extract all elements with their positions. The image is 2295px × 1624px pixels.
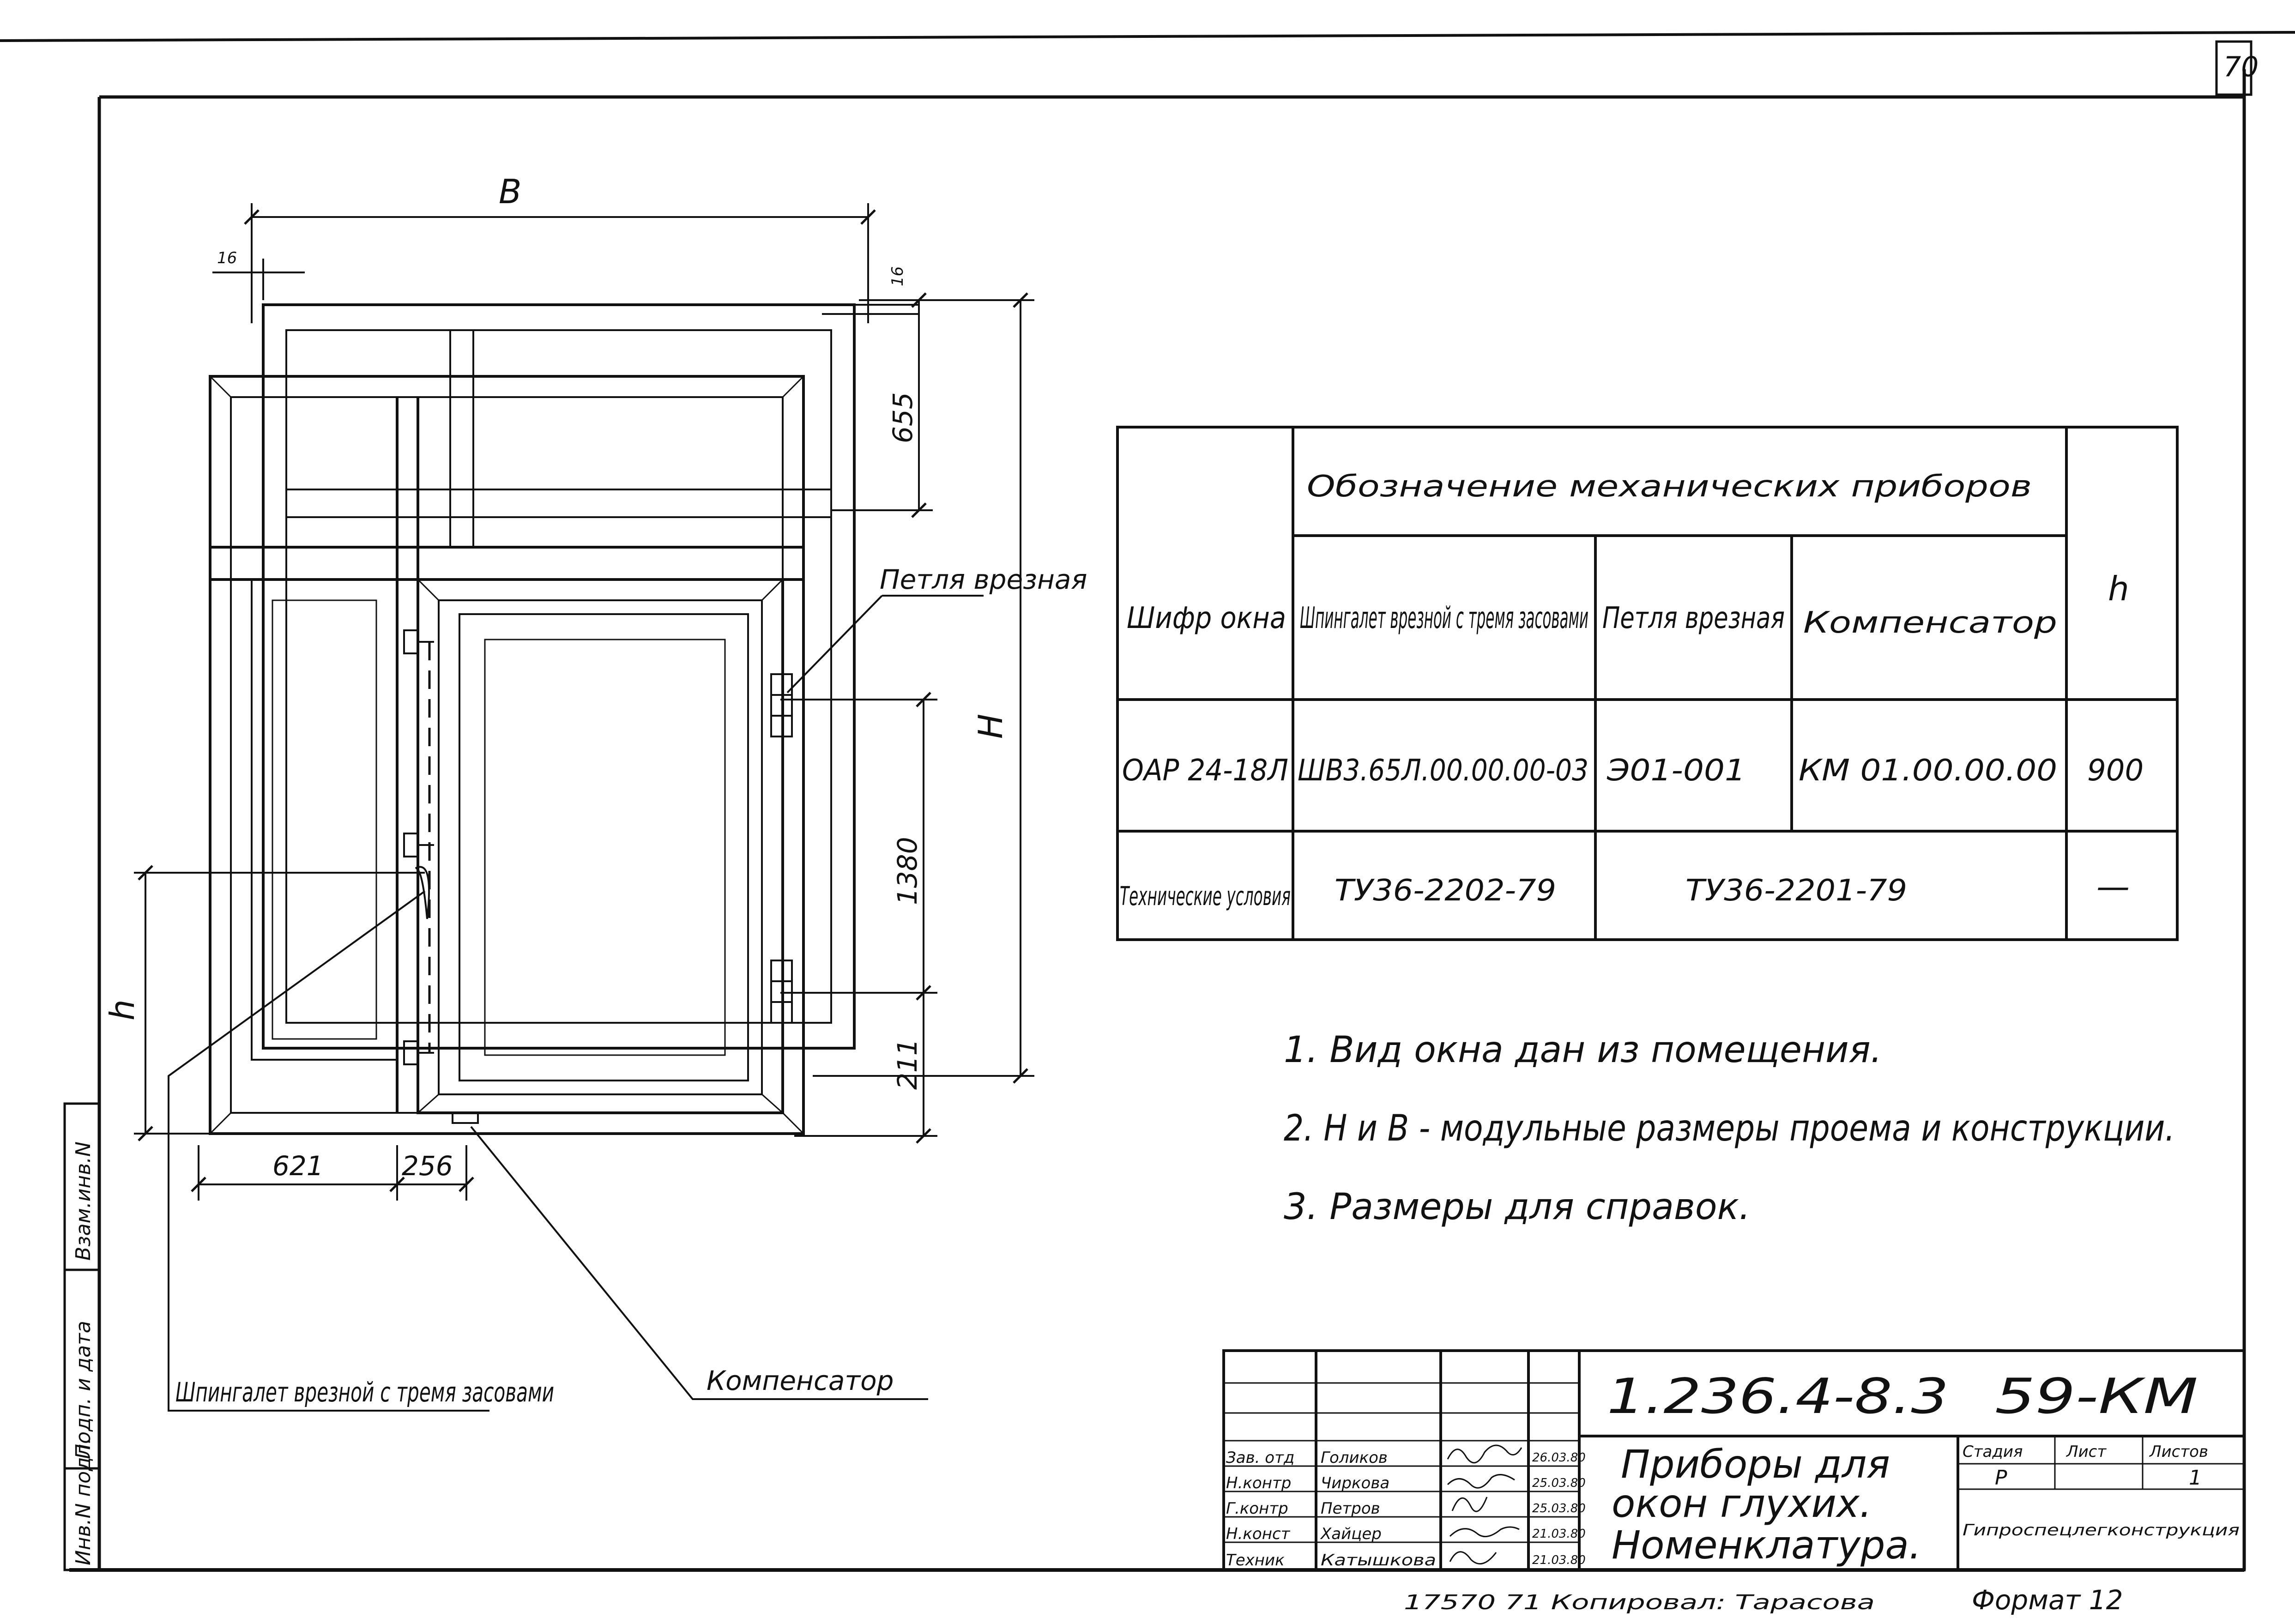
role-1: Зав. отд bbox=[1226, 1449, 1294, 1467]
hinge-label: Петля врезная bbox=[880, 564, 1087, 595]
name-5: Катышкова bbox=[1321, 1551, 1436, 1570]
table-header-h: h bbox=[2108, 569, 2129, 608]
date-5: 21.03.80 bbox=[1532, 1553, 1586, 1567]
row-h: 900 bbox=[2087, 754, 2144, 788]
conditions-label: Технические условия bbox=[1120, 881, 1291, 912]
role-3: Г.контр bbox=[1226, 1499, 1288, 1518]
title-block-grid bbox=[1222, 1349, 2246, 1571]
name-2: Чиркова bbox=[1321, 1474, 1389, 1492]
copied-by: 17570 71 Копировал: Тарасова bbox=[1404, 1591, 1875, 1614]
sheet-border bbox=[0, 31, 2295, 1572]
date-3: 25.03.80 bbox=[1532, 1502, 1586, 1515]
role-4: Н.конст bbox=[1226, 1525, 1291, 1543]
row-espagnolette: ШВ3.65Л.00.00.00-03 bbox=[1298, 754, 1588, 788]
table-header-compensator: Компенсатор bbox=[1803, 606, 2057, 640]
conditions-espagnolette: ТУ36-2202-79 bbox=[1335, 874, 1556, 908]
organization: Гипроспецлегконструкция bbox=[1963, 1521, 2240, 1539]
sheets-total: 1 bbox=[2189, 1466, 2202, 1490]
side-stamp-signature: Подп. и дата bbox=[72, 1321, 95, 1459]
table-header-cipher: Шифр окна bbox=[1127, 601, 1286, 635]
sheet-code: 59-КМ bbox=[1995, 1368, 2198, 1425]
opening-sash bbox=[417, 578, 784, 1114]
dimension-lines bbox=[134, 203, 1034, 1412]
note-2: 2. H и B - модульные размеры проема и ко… bbox=[1284, 1108, 2175, 1149]
conditions-hinge-compensator: ТУ36-2201-79 bbox=[1685, 874, 1907, 908]
title-line-3: Номенклатура. bbox=[1612, 1522, 1921, 1568]
compensator-label: Компенсатор bbox=[707, 1365, 894, 1396]
document-code: 1.236.4-8.3 bbox=[1607, 1368, 1949, 1425]
row-hinge: Э01-001 bbox=[1606, 754, 1745, 788]
stage-label: Стадия bbox=[1963, 1443, 2023, 1461]
date-4: 21.03.80 bbox=[1532, 1527, 1586, 1541]
front-frame bbox=[209, 375, 805, 1135]
dim-width-label: B bbox=[499, 172, 521, 211]
dim-handle-height-label: h bbox=[103, 999, 142, 1020]
side-stamp-inventory: Инв.N подл. bbox=[72, 1437, 95, 1565]
dim-left-width: 621 bbox=[272, 1150, 324, 1182]
side-stamp-replaced: Взам.инв.N bbox=[72, 1141, 95, 1261]
page-number: 70 bbox=[2223, 51, 2259, 83]
name-1: Голиков bbox=[1321, 1449, 1388, 1467]
spec-table-grid bbox=[1116, 426, 2179, 941]
dim-mullion-width: 256 bbox=[402, 1150, 453, 1182]
note-3: 3. Размеры для справок. bbox=[1284, 1186, 1751, 1228]
table-header-group: Обозначение механических приборов bbox=[1307, 470, 2032, 504]
row-compensator: КМ 01.00.00.00 bbox=[1799, 754, 2057, 788]
dim-offset-left: 16 bbox=[217, 249, 237, 267]
window-drawing bbox=[209, 303, 856, 1135]
table-header-hinge: Петля врезная bbox=[1602, 601, 1785, 635]
name-3: Петров bbox=[1321, 1499, 1380, 1518]
name-4: Хайцер bbox=[1320, 1525, 1382, 1543]
role-2: Н.контр bbox=[1226, 1474, 1291, 1492]
dimension-ticks bbox=[138, 209, 1028, 1192]
date-2: 25.03.80 bbox=[1532, 1476, 1586, 1490]
dim-offset-right: 16 bbox=[888, 266, 907, 286]
dim-transom-height: 655 bbox=[887, 392, 918, 443]
sheets-label: Листов bbox=[2149, 1443, 2208, 1461]
title-line-1: Приборы для bbox=[1621, 1442, 1890, 1487]
rear-frame bbox=[262, 303, 856, 1050]
date-1: 26.03.80 bbox=[1532, 1451, 1586, 1465]
dim-bottom-offset: 211 bbox=[892, 1038, 923, 1090]
conditions-h: — bbox=[2096, 867, 2130, 906]
signatures bbox=[1447, 1444, 1522, 1564]
dim-height-label: H bbox=[971, 714, 1010, 739]
dim-sash-height: 1380 bbox=[892, 837, 923, 905]
stage-value: Р bbox=[1995, 1466, 2007, 1490]
title-line-2: окон глухих. bbox=[1612, 1481, 1872, 1526]
side-stamp bbox=[63, 1102, 101, 1571]
row-cipher: ОАР 24-18Л bbox=[1122, 754, 1288, 788]
espagnolette-label: Шпингалет врезной с тремя засовами bbox=[175, 1376, 554, 1408]
table-header-espagnolette: Шпингалет врезной с тремя засовами bbox=[1300, 601, 1588, 635]
note-1: 1. Вид окна дан из помещения. bbox=[1284, 1029, 1882, 1071]
format-label: Формат 12 bbox=[1972, 1584, 2123, 1616]
role-5: Техник bbox=[1226, 1551, 1285, 1570]
sheet-label: Лист bbox=[2066, 1443, 2107, 1461]
